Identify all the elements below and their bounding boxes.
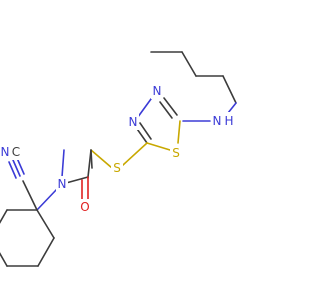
carbonyl-to-amide	[65, 176, 89, 184]
cyclohexane-bond-4	[0, 252, 8, 267]
svg-text:N: N	[1, 145, 10, 159]
nitrile-triple-3	[8, 161, 17, 179]
svg-text:N: N	[129, 115, 138, 129]
ch2-link	[87, 149, 92, 178]
atom-label-nitrile-n: N	[0, 144, 11, 160]
svg-text:C: C	[12, 145, 20, 159]
nitrile-triple-1	[12, 159, 21, 177]
ring-bond-s1-c5	[177, 120, 181, 144]
svg-text:H: H	[224, 114, 233, 128]
amide-quaternary-bond	[36, 188, 58, 211]
atom-label-ring-n2: N	[127, 114, 139, 130]
atom-label-ring-n1: N	[151, 83, 163, 99]
butyl-bond-2	[181, 51, 197, 77]
svg-text:S: S	[113, 161, 121, 175]
nitrile-triple-2	[16, 157, 25, 175]
atom-label-amine-h: H	[223, 112, 235, 128]
svg-text:N: N	[213, 114, 222, 128]
cyclohexane-bond-1	[36, 209, 55, 239]
svg-text:N: N	[153, 84, 162, 98]
amide-methyl-bond	[61, 149, 65, 178]
thioether-ch2-bond	[90, 149, 113, 169]
ring-bond-c5-n4-double	[159, 101, 173, 119]
butyl-bond-4	[222, 75, 237, 104]
svg-text:O: O	[80, 200, 89, 214]
svg-text:S: S	[172, 146, 180, 160]
cyclohexane-bond-5	[0, 209, 8, 224]
svg-text:N: N	[58, 177, 67, 191]
ring-bond-c2-s1	[146, 142, 171, 151]
atom-label-nitrile-c: C	[10, 144, 22, 160]
ring-bond-n3-c2-double	[139, 122, 152, 140]
atom-label-amine-n: N	[211, 112, 223, 128]
atom-label-amide-n: N	[56, 176, 68, 192]
atom-label-ring-s: S	[170, 145, 182, 161]
cyclohexane-bond-2	[37, 237, 55, 267]
atom-label-thioether-s: S	[111, 160, 123, 176]
atom-label-carbonyl-o: O	[79, 199, 91, 215]
molecule-structure: N H N N S S O N N C	[0, 51, 237, 267]
ring-thioether-bond	[122, 142, 148, 166]
ring-bond-c5-n4	[163, 97, 178, 116]
quaternary-nitrile-bond	[22, 180, 38, 211]
